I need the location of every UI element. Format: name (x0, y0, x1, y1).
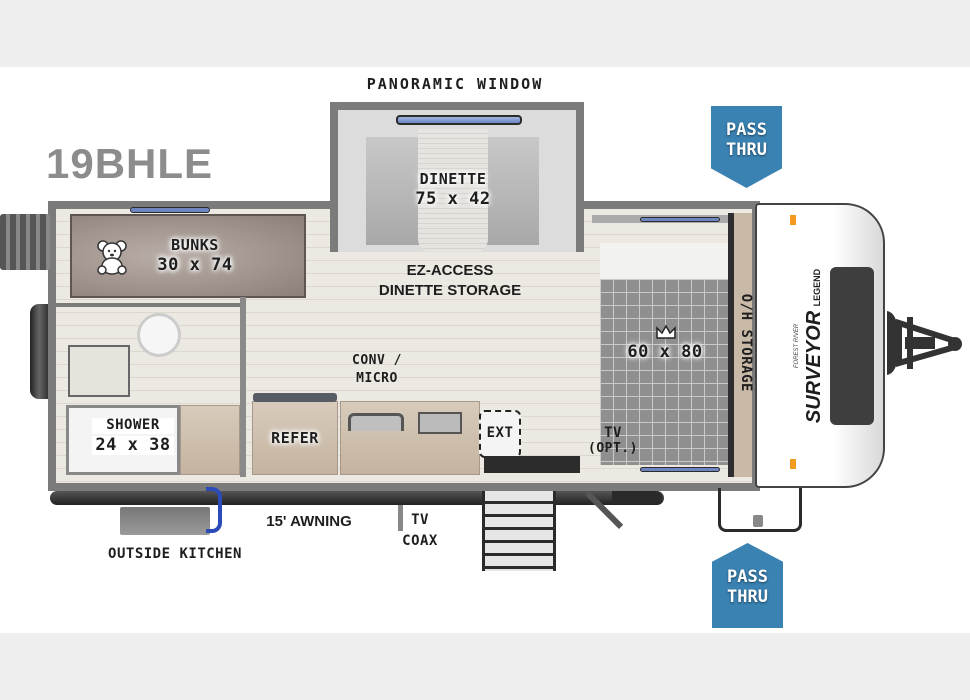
bath-partition (240, 297, 246, 477)
brand-logo: FOREST RIVER SURVEYOR LEGEND (785, 266, 825, 426)
tv-coax-connector (398, 505, 403, 531)
dinette-size: 75 x 42 (415, 189, 491, 209)
awning-rail (50, 491, 664, 505)
front-storage-bay (718, 488, 802, 532)
refer-label: REFER (271, 429, 319, 447)
ez-access-line1: EZ-ACCESS (406, 262, 494, 279)
tv-label-line2: (OPT.) (588, 441, 638, 456)
pass-thru-bottom-line2: THRU (727, 587, 768, 608)
panoramic-window-label: PANORAMIC WINDOW (366, 75, 544, 93)
outside-kitchen-unit (120, 507, 210, 535)
shower-size: 24 x 38 (92, 435, 174, 456)
conv-micro-line2: MICRO (356, 371, 398, 386)
crown-icon (655, 324, 677, 340)
queen-bed (600, 279, 728, 465)
marker-light-top (790, 215, 796, 225)
dinette-title: DINETTE (419, 170, 487, 188)
oh-storage-label: O/H STORAGE (737, 293, 754, 392)
awning-label: 15' AWNING (266, 513, 352, 530)
front-window (830, 267, 874, 425)
bunks-title: BUNKS (171, 236, 219, 254)
storage-latch (753, 515, 763, 527)
ez-access-line2: DINETTE STORAGE (378, 282, 522, 299)
tongue-hitch (885, 303, 965, 383)
outside-kitchen-label: OUTSIDE KITCHEN (108, 546, 242, 562)
kitchen-sink (418, 412, 462, 434)
bunk-window (130, 207, 210, 213)
toilet (137, 313, 181, 357)
dinette-bench-left (366, 137, 421, 245)
model-number: 19BHLE (46, 140, 214, 187)
bath-cabinet (180, 405, 240, 475)
pillows (600, 243, 728, 279)
tv-label-line1: TV (604, 425, 622, 441)
awning-end (612, 491, 662, 503)
rear-ladder (0, 214, 50, 270)
bed-size: 60 x 80 (627, 342, 703, 362)
stovetop (348, 413, 404, 431)
pass-thru-top-line2: THRU (726, 140, 767, 161)
refrigerator-top (253, 393, 337, 402)
bath-wall (56, 303, 246, 307)
entry-step-well (484, 456, 580, 473)
bedroom-window-bottom (640, 467, 720, 472)
brand-sub: LEGEND (812, 268, 822, 307)
bunks-size: 30 x 74 (157, 255, 233, 275)
marker-light-bottom (790, 459, 796, 469)
pass-thru-bottom-line1: PASS (727, 567, 768, 587)
overhead-storage (728, 213, 752, 477)
dinette-table (418, 129, 488, 253)
water-hose (206, 487, 222, 533)
pass-thru-top-badge: PASS THRU (711, 106, 782, 188)
entry-steps (482, 491, 556, 571)
pass-thru-top-line1: PASS (726, 120, 767, 140)
brand-maker: FOREST RIVER (794, 323, 800, 369)
panoramic-window (396, 115, 522, 125)
exit-window: EXT (479, 410, 521, 458)
dinette-bench-right (484, 137, 539, 245)
pass-thru-bottom-badge: PASS THRU (712, 543, 783, 628)
teddy-bear-icon (95, 239, 129, 275)
conv-micro-line1: CONV / (352, 353, 402, 368)
tv-coax-line1: TV (411, 512, 429, 528)
shower-title: SHOWER (92, 417, 174, 434)
brand-name: SURVEYOR (803, 310, 825, 424)
floorplan-canvas: 19BHLE PANORAMIC WINDOW PASS THRU DINETT… (0, 67, 970, 633)
bedroom-window-top (640, 217, 720, 222)
bathroom-sink (68, 345, 130, 397)
tv-coax-line2: COAX (402, 533, 438, 549)
spare-tire (30, 304, 48, 399)
